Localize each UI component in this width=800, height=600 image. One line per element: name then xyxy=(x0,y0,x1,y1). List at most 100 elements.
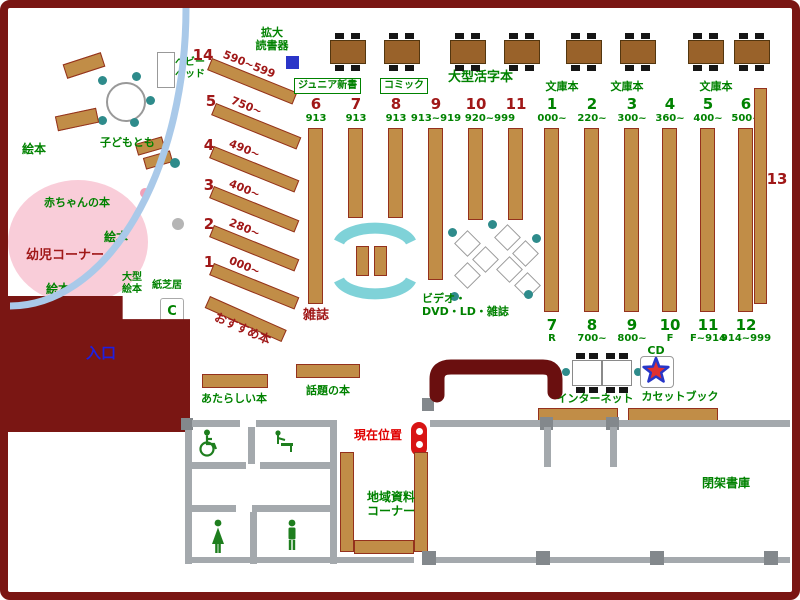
bunko-label: 文庫本 xyxy=(699,80,733,93)
wall xyxy=(610,427,617,467)
wall xyxy=(260,462,336,469)
shelf-number: 2 xyxy=(203,215,215,233)
bookshelf xyxy=(584,128,599,312)
reading-table xyxy=(450,33,486,71)
pillar xyxy=(422,551,436,565)
local-corner-label: 地域資料コーナー xyxy=(366,490,415,519)
shelf-number: 6 xyxy=(740,95,752,113)
wall xyxy=(544,427,551,467)
shelf-number: 12 xyxy=(735,316,757,334)
chair xyxy=(606,387,615,393)
stool xyxy=(488,220,497,229)
shelf-range: 913 xyxy=(305,113,327,124)
wall xyxy=(252,505,336,512)
chair xyxy=(709,33,718,39)
pillar xyxy=(764,551,778,565)
bunko-label: 文庫本 xyxy=(545,80,579,93)
stool xyxy=(524,290,533,299)
shelf-number: 10 xyxy=(659,316,681,334)
shelf-number: 6 xyxy=(310,95,322,113)
local-corner-shelf xyxy=(340,452,354,552)
ehon-label: 絵本 xyxy=(46,282,71,296)
stool xyxy=(130,118,139,127)
pillar xyxy=(181,418,193,430)
wall xyxy=(185,424,192,564)
chair xyxy=(471,33,480,39)
chair xyxy=(335,65,344,71)
reading-table xyxy=(330,33,366,71)
baby-bed xyxy=(157,52,175,88)
chair xyxy=(625,33,634,39)
marker-dot xyxy=(415,428,423,435)
toddler-corner-label: 幼児コーナー xyxy=(26,248,105,263)
shelf-number: 7 xyxy=(546,316,558,334)
chair xyxy=(525,65,534,71)
stool xyxy=(98,76,107,85)
service-counter xyxy=(429,359,563,403)
man-icon xyxy=(288,519,296,550)
reading-table xyxy=(620,33,656,71)
stool xyxy=(140,188,150,198)
chair xyxy=(587,33,596,39)
wall xyxy=(619,420,790,427)
junior-books-label: ジュニア新書 xyxy=(294,78,362,94)
chair xyxy=(589,387,598,393)
wall xyxy=(248,427,255,464)
internet-label: インターネット xyxy=(556,392,634,405)
chair xyxy=(509,33,518,39)
shelf-number: 2 xyxy=(586,95,598,113)
cd-station xyxy=(640,356,674,388)
magnifier-reader-label: 拡大読書器 xyxy=(255,26,289,53)
kodomo-tomo-label: 子どもとも xyxy=(100,136,155,149)
pillar xyxy=(536,551,550,565)
bookshelf xyxy=(348,128,363,218)
magazine-label: 雑誌 xyxy=(302,308,329,323)
bookshelf xyxy=(374,246,387,276)
comic-label: コミック xyxy=(380,78,428,94)
chair xyxy=(619,387,628,393)
local-corner-shelf xyxy=(414,452,428,552)
internet-desk xyxy=(602,353,632,393)
chair xyxy=(625,65,634,71)
bookshelf xyxy=(356,246,369,276)
chair xyxy=(525,33,534,39)
stool xyxy=(532,234,541,243)
stool xyxy=(146,96,155,105)
kids-table xyxy=(54,107,100,132)
chair xyxy=(739,65,748,71)
shelf-number: 1 xyxy=(203,253,215,271)
bookshelf xyxy=(308,128,323,304)
new-books-label: あたらしい本 xyxy=(201,392,267,405)
chair xyxy=(641,65,650,71)
chair xyxy=(455,33,464,39)
bookshelf xyxy=(624,128,639,312)
chair xyxy=(509,65,518,71)
shelf-number: 8 xyxy=(390,95,402,113)
shelf-range: 400~ xyxy=(693,113,723,124)
wall xyxy=(550,557,650,563)
wall xyxy=(436,557,536,563)
shelf-number: 8 xyxy=(586,316,598,334)
shelf-range: R xyxy=(548,333,556,344)
current-location-label: 現在位置 xyxy=(353,428,402,442)
shelf-number: 5 xyxy=(205,92,217,110)
bookshelf xyxy=(544,128,559,312)
shelf-number: 3 xyxy=(626,95,638,113)
pillar xyxy=(422,398,434,411)
bookshelf xyxy=(468,128,483,220)
shelf-range: 000~ xyxy=(537,113,567,124)
shelf-range: 300~ xyxy=(617,113,647,124)
stool xyxy=(98,116,107,125)
shelf-range: 913 xyxy=(385,113,407,124)
chair xyxy=(587,65,596,71)
bookshelf xyxy=(508,128,523,220)
akachan-books-label: 赤ちゃんの本 xyxy=(44,196,110,209)
shelf-number: 3 xyxy=(203,176,215,194)
bookshelf xyxy=(738,128,753,312)
topic-books-shelf xyxy=(296,364,360,378)
pillar xyxy=(540,417,553,430)
stool xyxy=(448,228,457,237)
shelf-number: 14 xyxy=(192,46,214,64)
chair xyxy=(389,65,398,71)
